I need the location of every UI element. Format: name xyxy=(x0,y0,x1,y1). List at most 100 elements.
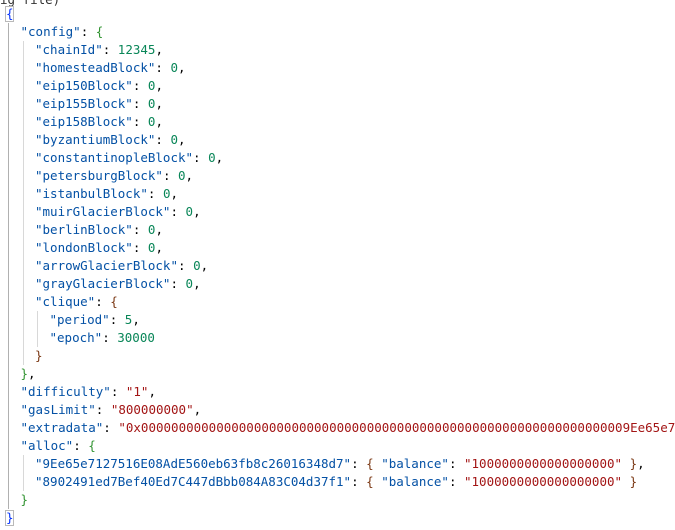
code-token: "homesteadBlock" xyxy=(35,60,156,75)
code-token: "8902491ed7Bef40Ed7C447dBbb084A83C04d37f… xyxy=(35,474,352,489)
code-line: } xyxy=(35,347,43,365)
code-token: "extradata" xyxy=(20,420,104,435)
code-token: 0 xyxy=(147,96,156,111)
code-token: "1000000000000000000" xyxy=(464,456,623,471)
code-token: 12345 xyxy=(117,42,156,57)
code-token: : xyxy=(95,402,111,417)
code-token: 0 xyxy=(185,276,194,291)
code-token: , xyxy=(170,186,179,201)
code-token: , xyxy=(148,384,156,399)
code-line: "petersburgBlock": 0, xyxy=(35,167,193,185)
code-token: "chainId" xyxy=(35,42,103,57)
code-line: "extradata": "0x000000000000000000000000… xyxy=(21,419,675,437)
code-token: } xyxy=(629,474,638,489)
code-token: 0 xyxy=(193,258,201,273)
code-token: "londonBlock" xyxy=(35,240,133,255)
code-token: 30000 xyxy=(117,330,155,345)
code-token: "alloc" xyxy=(20,438,74,453)
code-token: , xyxy=(185,168,194,183)
code-token: "petersburgBlock" xyxy=(35,168,163,183)
code-token: : xyxy=(155,132,171,147)
code-token: : xyxy=(110,384,126,399)
code-line: "epoch": 30000 xyxy=(50,329,155,347)
code-token: "period" xyxy=(49,312,110,327)
code-token: , xyxy=(155,114,163,129)
indent-guide-clique xyxy=(37,311,38,347)
bracket-match-open xyxy=(5,6,14,22)
code-line: "eip158Block": 0, xyxy=(35,113,163,131)
code-token: "800000000" xyxy=(110,402,194,417)
code-line: }, xyxy=(21,365,36,383)
code-token: : xyxy=(102,330,118,345)
code-token: : xyxy=(102,42,118,57)
code-token: 0 xyxy=(162,186,171,201)
code-token: , xyxy=(155,96,163,111)
code-token xyxy=(622,474,630,489)
code-token: 0 xyxy=(147,240,156,255)
code-token: , xyxy=(132,312,140,327)
code-line: "constantinopleBlock": 0, xyxy=(35,149,223,167)
code-token: "clique" xyxy=(35,294,96,309)
code-token: : xyxy=(103,420,119,435)
code-token: : xyxy=(351,456,367,471)
code-token: { xyxy=(110,294,118,309)
code-line: "config": { xyxy=(21,23,104,41)
code-line: "eip155Block": 0, xyxy=(35,95,163,113)
code-token: : xyxy=(132,96,148,111)
code-line: "londonBlock": 0, xyxy=(35,239,163,257)
code-token: : xyxy=(448,474,464,489)
code-token: : xyxy=(162,168,178,183)
code-token: : xyxy=(132,78,148,93)
code-line: { xyxy=(6,5,14,23)
code-token: "9Ee65e7127516E08AdE560eb63fb8c26016348d… xyxy=(35,456,352,471)
code-token: 0 xyxy=(178,168,186,183)
code-token: { xyxy=(366,456,374,471)
code-token: , xyxy=(155,42,163,57)
code-token: : xyxy=(73,438,89,453)
code-token: "eip150Block" xyxy=(35,78,133,93)
code-token: "balance" xyxy=(381,456,449,471)
code-token: "arrowGlacierBlock" xyxy=(35,258,178,273)
code-token: 0 xyxy=(185,204,194,219)
code-token: : xyxy=(95,294,111,309)
indent-guide-root xyxy=(8,23,9,509)
code-token: "berlinBlock" xyxy=(35,222,133,237)
code-token: { xyxy=(88,438,96,453)
code-token: : xyxy=(351,474,367,489)
code-token: } xyxy=(20,492,29,507)
code-token: : xyxy=(132,240,148,255)
code-token: , xyxy=(200,258,209,273)
code-line: "difficulty": "1", xyxy=(21,383,156,401)
code-token: , xyxy=(155,222,163,237)
code-token: : xyxy=(80,24,96,39)
code-line: } xyxy=(21,491,29,509)
code-token: : xyxy=(170,276,186,291)
code-token: } xyxy=(629,456,638,471)
code-token: , xyxy=(178,132,186,147)
code-token: { xyxy=(95,24,104,39)
code-token: : xyxy=(178,258,194,273)
code-line: "muirGlacierBlock": 0, xyxy=(35,203,201,221)
code-token: "gasLimit" xyxy=(20,402,96,417)
code-line: "period": 5, xyxy=(50,311,140,329)
code-token: : xyxy=(193,150,209,165)
code-token: "0x0000000000000000000000000000000000000… xyxy=(118,420,675,435)
indent-guide-alloc xyxy=(22,455,24,491)
code-token: "byzantiumBlock" xyxy=(35,132,156,147)
code-token: "grayGlacierBlock" xyxy=(35,276,171,291)
code-token: , xyxy=(193,276,201,291)
code-token: : xyxy=(155,60,171,75)
code-token: : xyxy=(132,222,148,237)
code-token: } xyxy=(6,510,14,525)
code-line: "eip150Block": 0, xyxy=(35,77,163,95)
code-token: } xyxy=(20,366,29,381)
code-token: : xyxy=(448,456,464,471)
code-token: 0 xyxy=(147,78,156,93)
code-line: "arrowGlacierBlock": 0, xyxy=(35,257,208,275)
code-token: , xyxy=(155,78,163,93)
code-token: "1" xyxy=(125,384,149,399)
code-token: "epoch" xyxy=(49,330,103,345)
code-line: "byzantiumBlock": 0, xyxy=(35,131,186,149)
code-token: "eip155Block" xyxy=(35,96,133,111)
